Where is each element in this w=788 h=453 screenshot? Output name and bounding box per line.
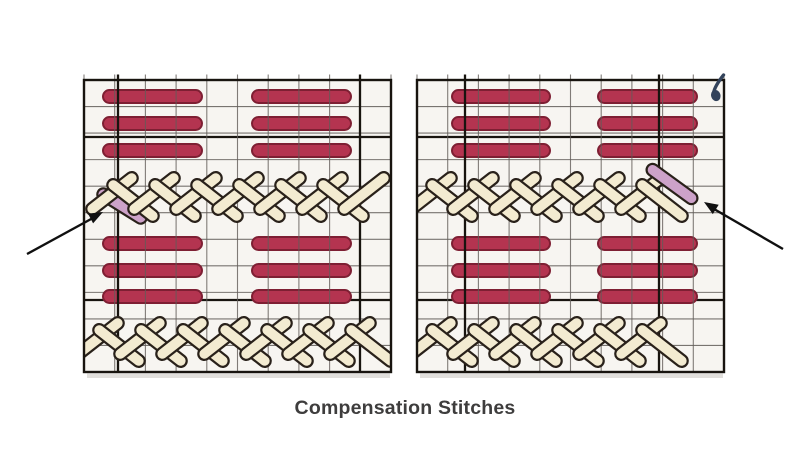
satin-stitch-bar [102, 143, 203, 158]
satin-stitch-bar [102, 263, 203, 278]
pointer-arrow-right [704, 202, 784, 251]
satin-stitch-bar [451, 236, 551, 251]
cross-stitch [635, 178, 689, 223]
cross-stitch [337, 171, 391, 216]
satin-stitch-bar [251, 263, 352, 278]
satin-stitch-bar [102, 236, 203, 251]
herringbone-band-top [416, 162, 699, 223]
satin-stitch-bar [102, 116, 203, 131]
satin-stitch-bar [451, 289, 551, 304]
satin-stitch-bar [102, 89, 203, 104]
satin-stitch-bar [451, 143, 551, 158]
satin-stitch-bar [597, 116, 698, 131]
satin-stitch-bar [597, 89, 698, 104]
cross-stitch [635, 323, 689, 368]
herringbone-band-top [85, 171, 391, 225]
satin-stitch-bar [451, 116, 551, 131]
satin-stitch-bar [451, 263, 551, 278]
satin-stitch-bar [251, 116, 352, 131]
panel-shadow [87, 373, 390, 378]
pointer-arrow-left [26, 212, 103, 256]
satin-stitch-bar [451, 89, 551, 104]
herringbone-band-bottom [416, 316, 689, 368]
satin-stitch-bar [597, 289, 698, 304]
satin-stitch-bar [251, 143, 352, 158]
arrowhead-icon [88, 212, 103, 224]
panel-border [82, 78, 393, 374]
satin-stitch-bar [102, 289, 203, 304]
caption: Compensation Stitches [294, 397, 516, 419]
satin-stitch-bar [251, 236, 352, 251]
satin-stitch-bar [251, 289, 352, 304]
satin-stitch-bar [251, 89, 352, 104]
cross-stitch [344, 323, 392, 368]
satin-stitch-bar [597, 263, 698, 278]
panel-shadow [420, 373, 723, 378]
compensation-stitch [645, 162, 699, 206]
arrowhead-icon [704, 202, 719, 215]
right-stitch-panel [415, 74, 726, 378]
panel-border [415, 78, 726, 374]
canvas-grid [416, 74, 725, 373]
satin-stitch-bar [597, 236, 698, 251]
satin-stitch-bar [597, 143, 698, 158]
needle-glyph [710, 73, 726, 102]
herringbone-band-bottom [83, 316, 392, 368]
left-stitch-panel [82, 74, 393, 378]
canvas-grid [83, 74, 392, 373]
